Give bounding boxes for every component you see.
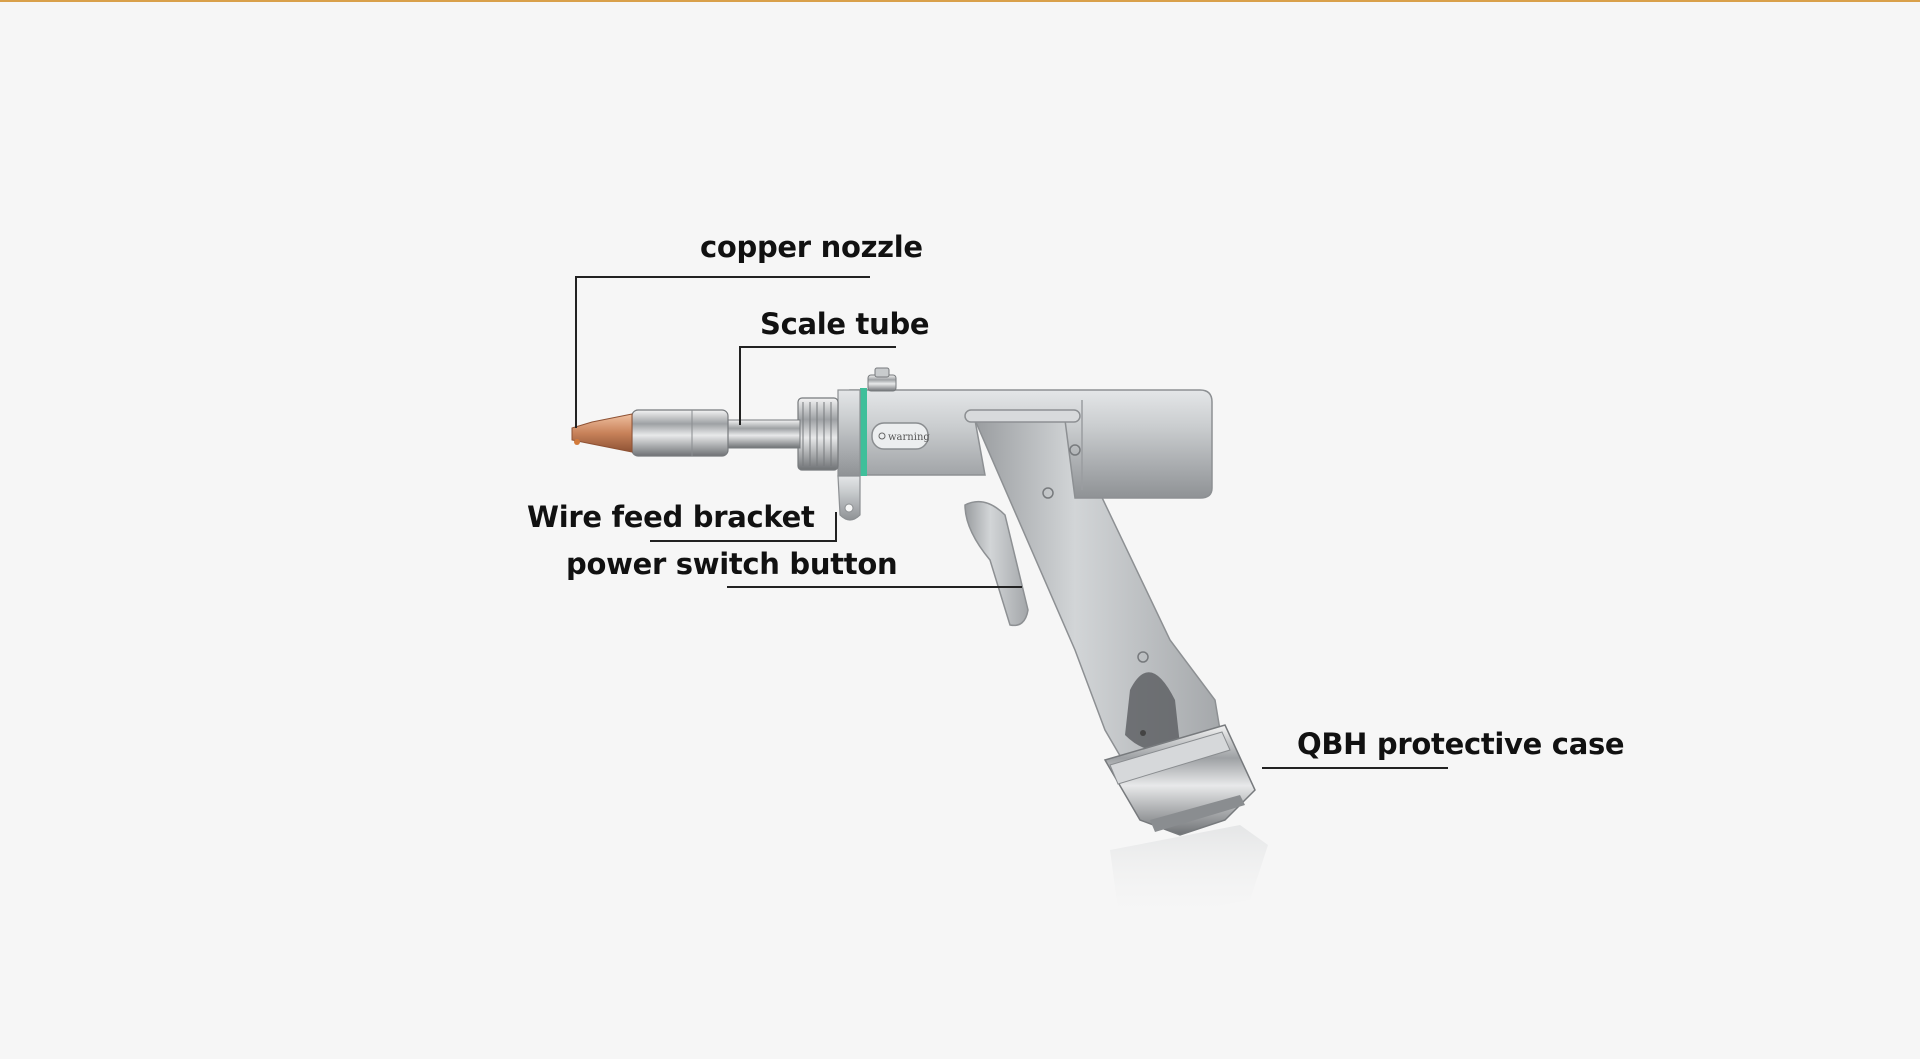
nozzle-holder	[631, 409, 729, 457]
label-power-switch-button: power switch button	[566, 547, 898, 581]
floor-reflection	[1110, 825, 1268, 925]
top-accent-rule	[0, 0, 1920, 2]
label-scale-tube: Scale tube	[760, 307, 930, 341]
gun-body: warning	[837, 367, 1213, 499]
wire-feed-bracket-part	[837, 475, 861, 521]
leader-wire-feed-bracket	[650, 512, 837, 542]
label-wire-feed-bracket: Wire feed bracket	[527, 500, 815, 534]
label-copper-nozzle: copper nozzle	[700, 230, 923, 264]
leader-scale-tube	[739, 346, 896, 425]
qbh-case-part	[1103, 724, 1256, 836]
knurled-nut	[797, 397, 839, 471]
label-qbh-protective-case: QBH protective case	[1297, 727, 1625, 761]
warning-plate-text: warning	[888, 432, 930, 443]
leader-lines	[575, 276, 1448, 769]
scale-tube-part	[727, 419, 801, 449]
leader-copper-nozzle	[575, 276, 870, 428]
grip-handle	[973, 419, 1226, 791]
copper-nozzle-part	[571, 413, 633, 453]
trigger-part	[964, 500, 1029, 627]
